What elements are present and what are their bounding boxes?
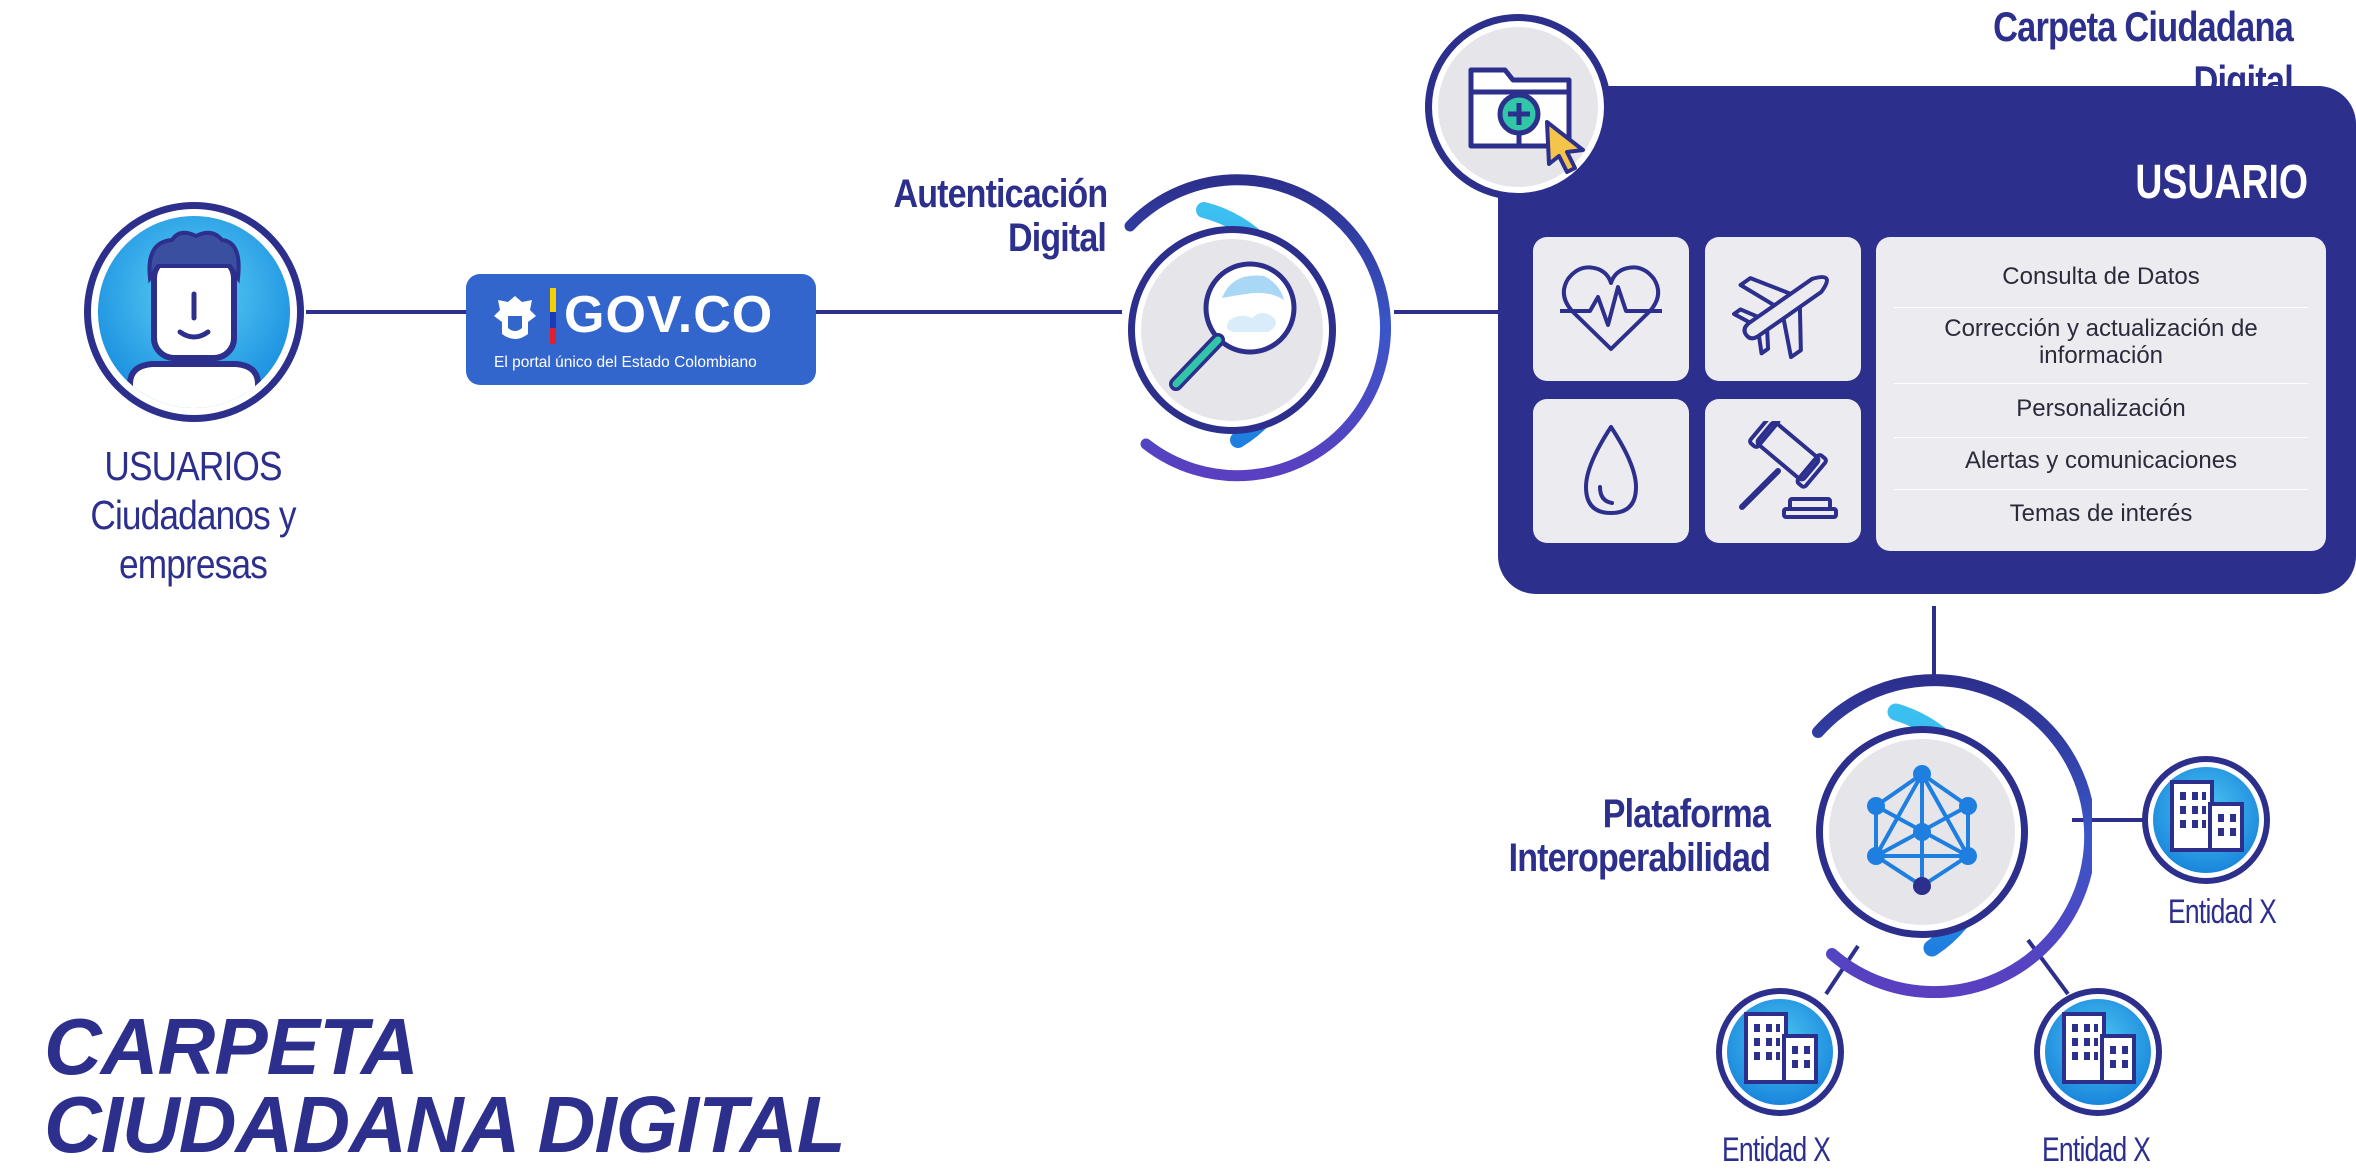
building-icon[interactable] [2140, 754, 2272, 886]
option-divider [1894, 383, 2308, 384]
folder-section-title: Carpeta Ciudadana Digital [1993, 3, 2294, 104]
building-icon[interactable] [2032, 986, 2164, 1118]
coat-of-arms-icon [492, 294, 538, 346]
platform-label-line1: Plataforma [1602, 792, 1771, 836]
magnifier-icon [1118, 172, 1400, 486]
auth-label-line1: Autenticación [893, 172, 1109, 216]
gov-tagline: El portal único del Estado Colombiano [494, 354, 757, 371]
authentication-label: Autenticación Digital [893, 172, 1109, 260]
platform-label-line2: Interoperabilidad [1508, 836, 1771, 880]
option-correccion[interactable]: Corrección y actualización de informació… [1944, 315, 2258, 369]
main-title-line2: CIUDADANA DIGITAL [44, 1080, 846, 1169]
folder-add-icon[interactable] [1423, 12, 1613, 202]
option-alertas[interactable]: Alertas y comunicaciones [1964, 447, 2238, 474]
main-title: CARPETA CIUDADANA DIGITAL [44, 1002, 846, 1169]
entity-label: Entidad X [1721, 1131, 1831, 1169]
option-divider [1894, 307, 2308, 308]
platform-label: Plataforma Interoperabilidad [1496, 792, 1771, 880]
users-caption: USUARIOS Ciudadanos y empresas [27, 442, 359, 589]
option-consulta-datos[interactable]: Consulta de Datos [2002, 263, 2200, 290]
gov-co-logo[interactable]: GOV.CO El portal único del Estado Colomb… [466, 274, 816, 385]
gov-brand-text: GOV.CO [564, 286, 774, 344]
auth-label-line2: Digital [1008, 216, 1107, 260]
option-divider [1894, 489, 2308, 490]
flag-stripe [550, 288, 556, 344]
users-subtitle: Ciudadanos y empresas [90, 492, 296, 587]
entity-label: Entidad X [2167, 893, 2277, 931]
entity-label: Entidad X [2041, 1131, 2151, 1169]
users-title: USUARIOS [104, 443, 282, 489]
option-personalizacion[interactable]: Personalización [2016, 395, 2186, 422]
gavel-icon[interactable] [1705, 399, 1861, 543]
main-title-line1: CARPETA [44, 1002, 419, 1091]
usuario-heading: USUARIO [2135, 156, 2308, 209]
network-icon [1792, 668, 2097, 999]
water-drop-icon[interactable] [1533, 399, 1689, 543]
airplane-icon[interactable] [1705, 237, 1861, 381]
options-list: Consulta de Datos Corrección y actualiza… [1876, 237, 2326, 551]
option-temas[interactable]: Temas de interés [2009, 500, 2193, 527]
heart-pulse-icon[interactable] [1533, 237, 1689, 381]
user-avatar-icon [80, 198, 308, 426]
building-icon[interactable] [1714, 986, 1846, 1118]
option-divider [1894, 437, 2308, 438]
